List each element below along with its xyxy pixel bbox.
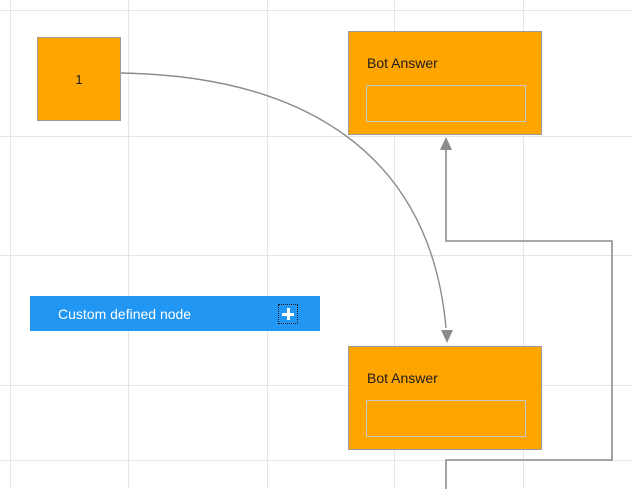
grid-line-vertical [10,0,11,489]
node-answer-slot[interactable] [366,85,526,122]
custom-defined-node-button[interactable]: Custom defined node [30,296,320,331]
node-title: Bot Answer [367,55,438,71]
grid-line-horizontal [0,385,633,386]
flow-node-1[interactable]: 1 [37,37,121,121]
plus-icon[interactable] [278,303,298,324]
node-answer-slot[interactable] [366,400,526,437]
grid-line-horizontal [0,136,633,137]
grid-line-horizontal [0,255,633,256]
grid-line-horizontal [0,10,633,11]
node-title: Bot Answer [367,370,438,386]
flow-node-bot-answer-bottom[interactable]: Bot Answer [348,346,542,450]
grid-line-vertical [267,0,268,489]
node-index-label: 1 [75,71,83,87]
flow-node-bot-answer-top[interactable]: Bot Answer [348,31,542,135]
grid-line-horizontal [0,460,633,461]
grid-line-vertical [128,0,129,489]
custom-defined-node-label: Custom defined node [58,305,192,322]
